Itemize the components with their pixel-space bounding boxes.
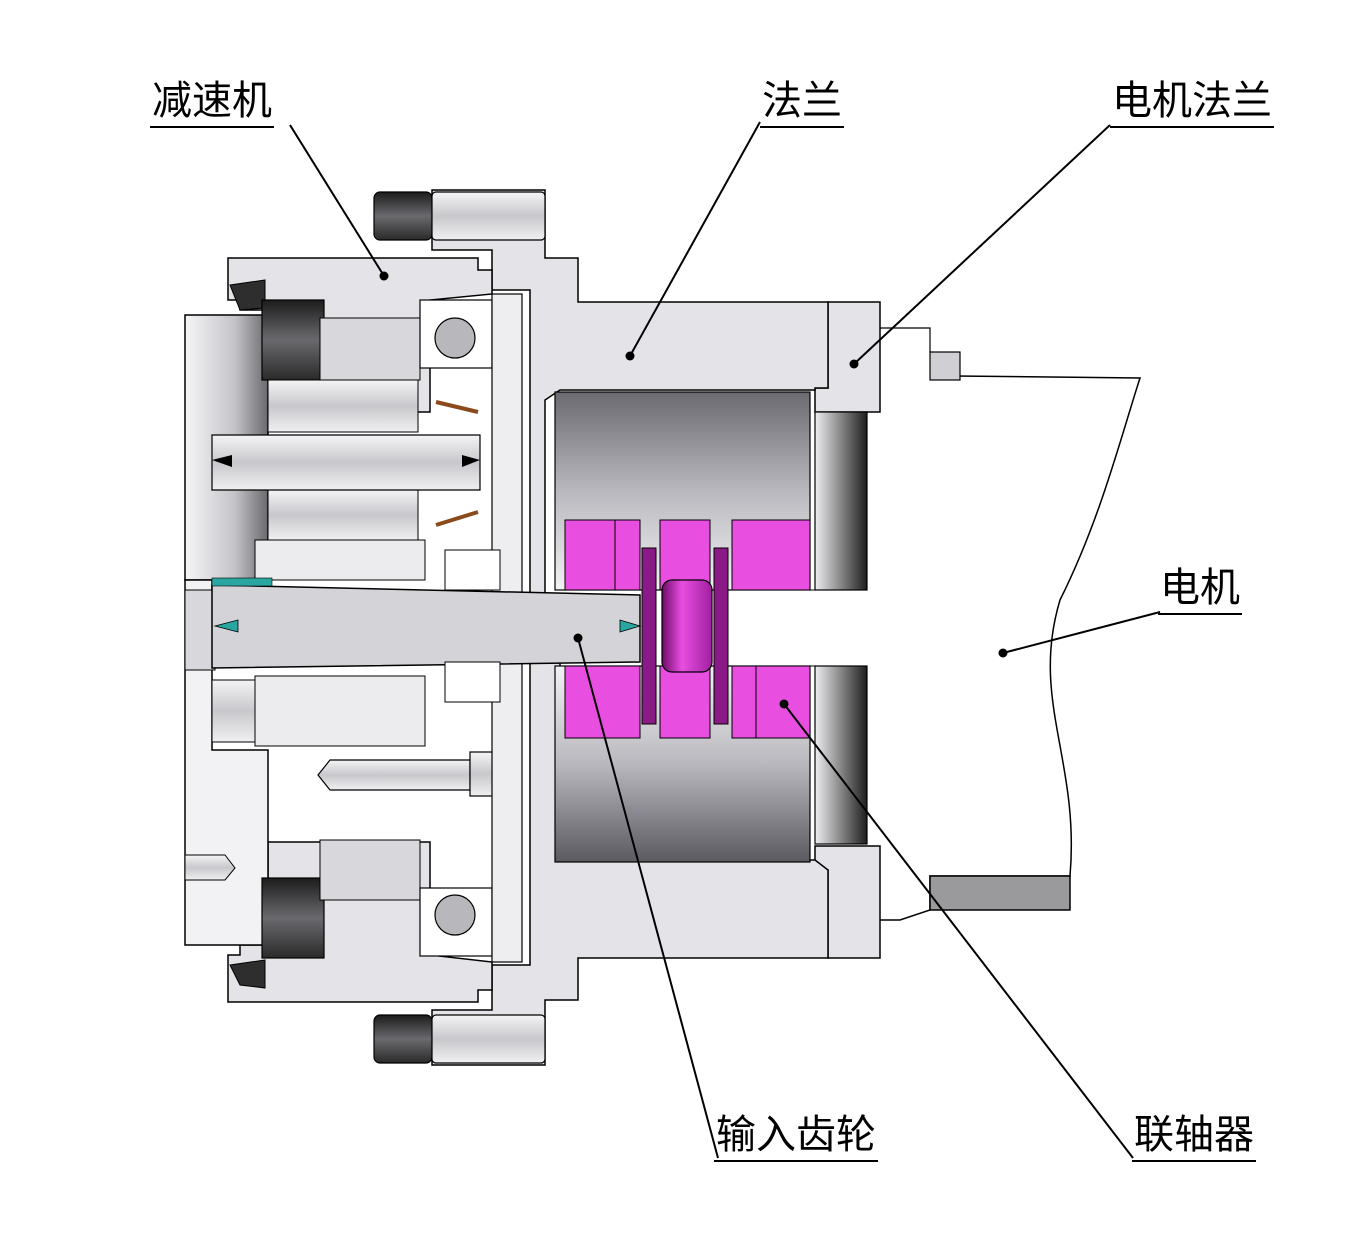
label-motor-flange: 电机法兰 <box>1110 78 1274 128</box>
motor-body <box>880 327 1142 921</box>
label-coupling: 联轴器 <box>1132 1112 1256 1162</box>
motor-lower-housing <box>929 875 1071 911</box>
label-reducer: 减速机 <box>150 78 274 128</box>
label-flange: 法兰 <box>760 78 844 128</box>
flange-bolts <box>373 191 546 1064</box>
motor-disk-upper <box>814 411 868 591</box>
label-motor: 电机 <box>1158 565 1242 615</box>
input-gear-shaft <box>211 549 642 703</box>
coupling-spider <box>661 579 713 673</box>
coupling <box>564 519 811 739</box>
motor-flange <box>814 301 881 959</box>
label-input-gear: 输入齿轮 <box>714 1112 878 1162</box>
motor-pin <box>929 351 961 381</box>
leader-lines <box>289 121 1161 1159</box>
leader-dots <box>379 271 1008 709</box>
